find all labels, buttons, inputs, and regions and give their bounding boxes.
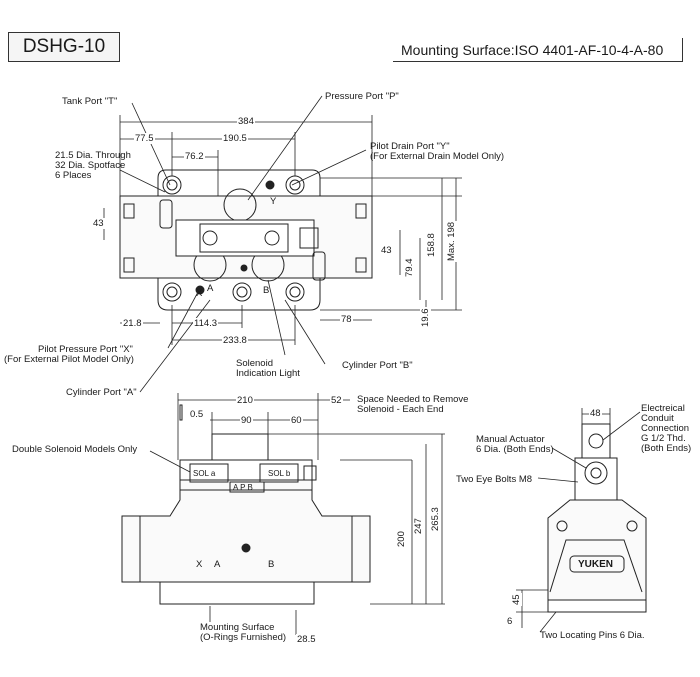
dim-78: 78 (340, 314, 353, 325)
space-needed-label-1: Space Needed to Remove (357, 394, 469, 405)
bolt-holes-label-2: 32 Dia. Spotface (55, 160, 126, 171)
tank-port-label: Tank Port "T" (62, 96, 118, 107)
space-needed-label-2: Solenoid - Each End (357, 404, 444, 415)
pilot-drain-note: (For External Drain Model Only) (370, 151, 505, 162)
pilot-pressure-note: (For External Pilot Model Only) (4, 354, 134, 365)
dim-21-8: 21.8 (122, 318, 143, 329)
bolt-holes-label-3: 6 Places (55, 170, 92, 181)
cylinder-port-a-label: Cylinder Port "A" (66, 387, 137, 398)
eye-bolts-label: Two Eye Bolts M8 (456, 474, 533, 485)
dim-43-right: 43 (380, 245, 393, 256)
top-view-body (119, 169, 373, 311)
dim-190-5: 190.5 (222, 133, 248, 144)
dim-0-5: 0.5 (189, 409, 205, 420)
pilot-drain-label: Pilot Drain Port "Y" (370, 141, 450, 152)
dim-19-6: 19.6 (420, 307, 431, 328)
dim-233-8: 233.8 (222, 335, 248, 346)
top-port-y: Y (270, 196, 277, 207)
top-port-x: X (196, 288, 203, 299)
dim-60: 60 (290, 415, 303, 426)
dim-43-left: 43 (92, 218, 105, 229)
front-port-a: A (214, 559, 221, 570)
dim-max-198: Max. 198 (446, 220, 457, 262)
solenoid-light-label-2: Indication Light (236, 368, 300, 379)
pressure-port-label: Pressure Port "P" (325, 91, 399, 102)
cylinder-port-b-label: Cylinder Port "B" (342, 360, 413, 371)
dim-6: 6 (506, 616, 514, 627)
locating-pins-label: Two Locating Pins 6 Dia. (540, 630, 645, 641)
front-port-b: B (268, 559, 275, 570)
dim-384: 384 (237, 116, 255, 127)
dim-79-4: 79.4 (404, 257, 415, 278)
conduit-label-2: Conduit (641, 413, 674, 424)
dim-45: 45 (511, 593, 522, 606)
conduit-label-5: (Both Ends) (641, 443, 692, 454)
dim-158-8: 158.8 (426, 232, 437, 258)
dim-247: 247 (413, 517, 424, 535)
sol-b-label: SOL b (268, 469, 291, 478)
dim-200: 200 (396, 530, 407, 548)
bolt-holes-label-1: 21.5 Dia. Through (55, 150, 131, 161)
manual-actuator-label-2: 6 Dia. (Both Ends) (476, 444, 554, 455)
front-port-x: X (196, 559, 203, 570)
manual-actuator-label-1: Manual Actuator (476, 434, 545, 445)
dim-76-2: 76.2 (184, 151, 205, 162)
top-port-b: B (263, 285, 270, 296)
dim-77-5: 77.5 (134, 133, 155, 144)
dim-265-3: 265.3 (430, 506, 441, 532)
dim-28-5: 28.5 (296, 634, 317, 645)
dim-210: 210 (236, 395, 254, 406)
top-dimension-lines (103, 95, 462, 393)
double-solenoid-label: Double Solenoid Models Only (12, 444, 138, 455)
mounting-surface-label-1: Mounting Surface (200, 622, 275, 633)
dim-114-3: 114.3 (193, 318, 219, 329)
top-port-a: A (207, 283, 214, 294)
dim-90: 90 (240, 415, 253, 426)
front-dimension-lines (149, 393, 445, 635)
front-view-body (121, 404, 371, 605)
sol-a-label: SOL a (193, 469, 216, 478)
side-dimension-lines (516, 408, 641, 633)
model-title: DSHG-10 (8, 32, 120, 62)
conduit-label-3: Connection (641, 423, 690, 434)
conduit-label-1: Electreical (641, 403, 685, 414)
conduit-label-4: G 1/2 Thd. (641, 433, 686, 444)
dim-48: 48 (589, 408, 602, 419)
apb-label: A P B (233, 483, 253, 492)
mounting-surface-label-2: (O-Rings Furnished) (200, 632, 287, 643)
yuken-logo: YUKEN (578, 559, 614, 570)
pilot-pressure-label: Pilot Pressure Port "X" (38, 344, 133, 355)
mounting-surface-title: Mounting Surface:ISO 4401-AF-10-4-A-80 (393, 38, 683, 62)
side-view-body (547, 423, 647, 613)
solenoid-light-label-1: Solenoid (236, 358, 273, 369)
dim-52: 52 (330, 395, 343, 406)
